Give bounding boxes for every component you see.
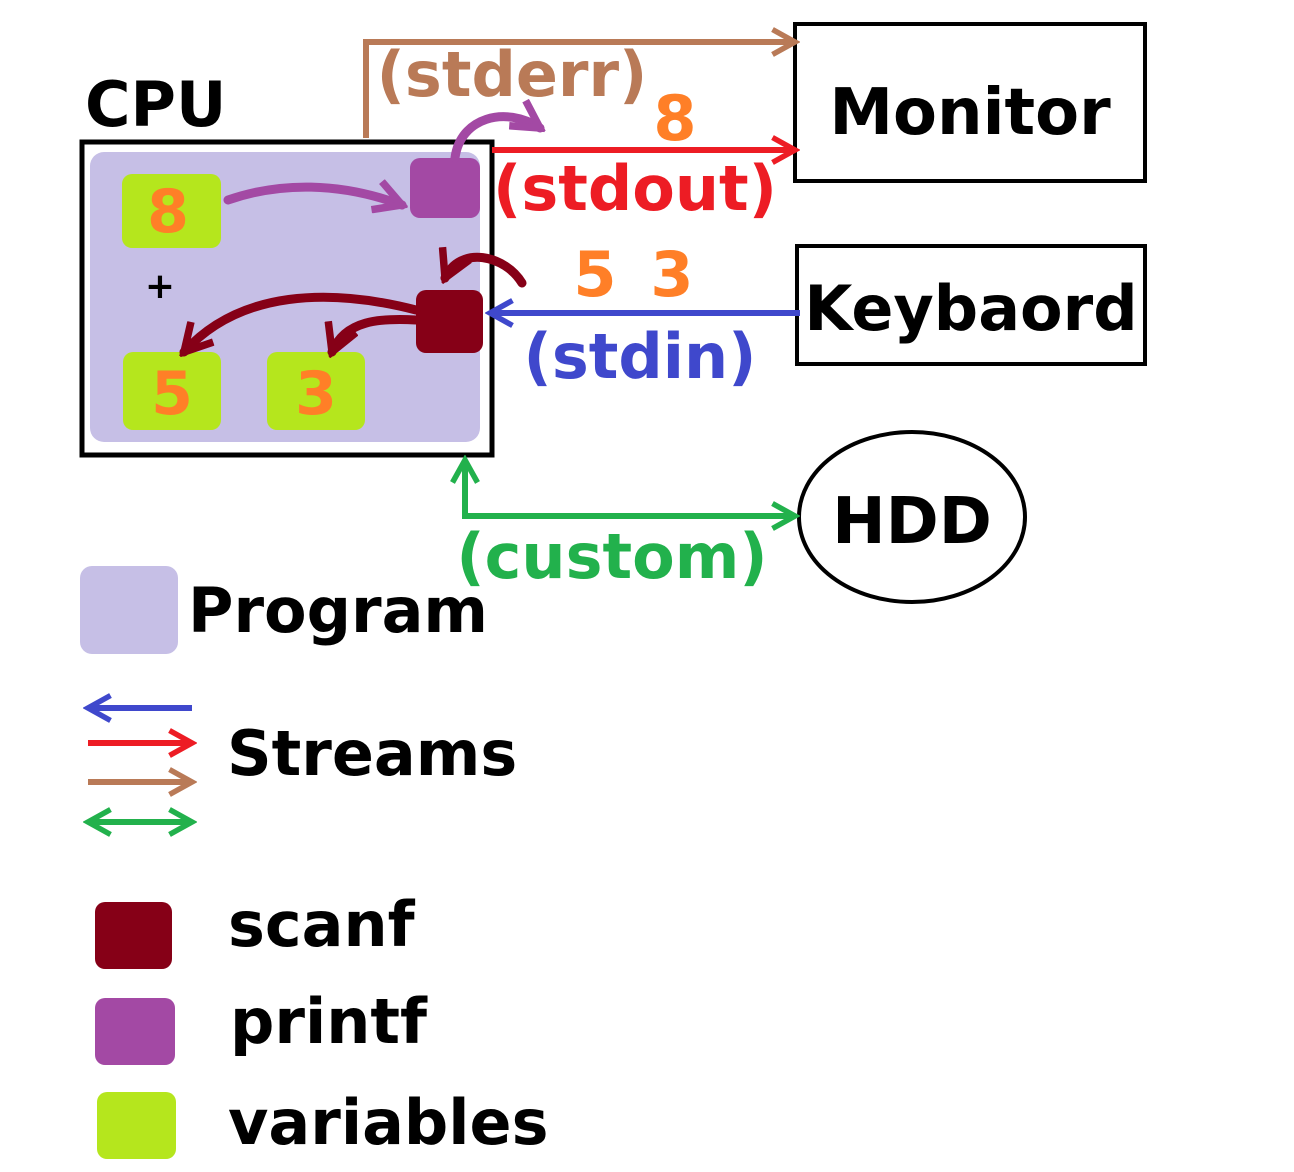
legend-streams-label: Streams bbox=[227, 717, 517, 790]
stdout-value: 8 bbox=[653, 82, 696, 155]
stdin-label: (stdin) bbox=[524, 320, 757, 393]
stdin-value-a: 5 bbox=[573, 238, 616, 311]
printf-to-stdout-arrow bbox=[450, 117, 540, 163]
keyboard-box bbox=[795, 244, 1147, 366]
stdin-to-scanf-arrow bbox=[445, 257, 527, 288]
stdin-value-b: 3 bbox=[650, 238, 693, 311]
variable-a-value: 5 bbox=[151, 359, 193, 429]
keyboard-label: Keybaord bbox=[804, 272, 1137, 345]
legend-program-label: Program bbox=[188, 574, 488, 647]
plus-operator: + bbox=[145, 266, 175, 307]
variable-b-value: 3 bbox=[295, 359, 337, 429]
stdout-label: (stdout) bbox=[493, 152, 777, 225]
legend-program-swatch bbox=[80, 566, 178, 654]
sum-to-printf-arrow bbox=[223, 187, 402, 205]
custom-label: (custom) bbox=[456, 520, 767, 593]
printf-block bbox=[410, 158, 480, 218]
monitor-label: Monitor bbox=[829, 76, 1111, 150]
legend-scanf-label: scanf bbox=[228, 888, 416, 961]
stderr-arrow bbox=[363, 42, 795, 138]
cpu-title: CPU bbox=[85, 68, 226, 141]
monitor-box bbox=[793, 22, 1147, 183]
legend-variables-label: variables bbox=[228, 1086, 549, 1159]
scanf-to-a-arrow bbox=[184, 292, 421, 352]
variable-b bbox=[267, 352, 365, 430]
variable-sum-value: 8 bbox=[147, 177, 189, 247]
legend-printf-label: printf bbox=[230, 985, 428, 1058]
scanf-block bbox=[416, 290, 483, 353]
variable-sum bbox=[122, 174, 221, 248]
variable-a bbox=[123, 352, 221, 430]
hdd-label: HDD bbox=[832, 485, 992, 559]
custom-arrow bbox=[465, 460, 795, 516]
scanf-to-b-arrow bbox=[332, 314, 421, 352]
legend-variables-swatch bbox=[97, 1092, 176, 1159]
legend-printf-swatch bbox=[95, 998, 175, 1065]
stderr-label: (stderr) bbox=[377, 38, 648, 111]
legend-scanf-swatch bbox=[95, 902, 172, 969]
